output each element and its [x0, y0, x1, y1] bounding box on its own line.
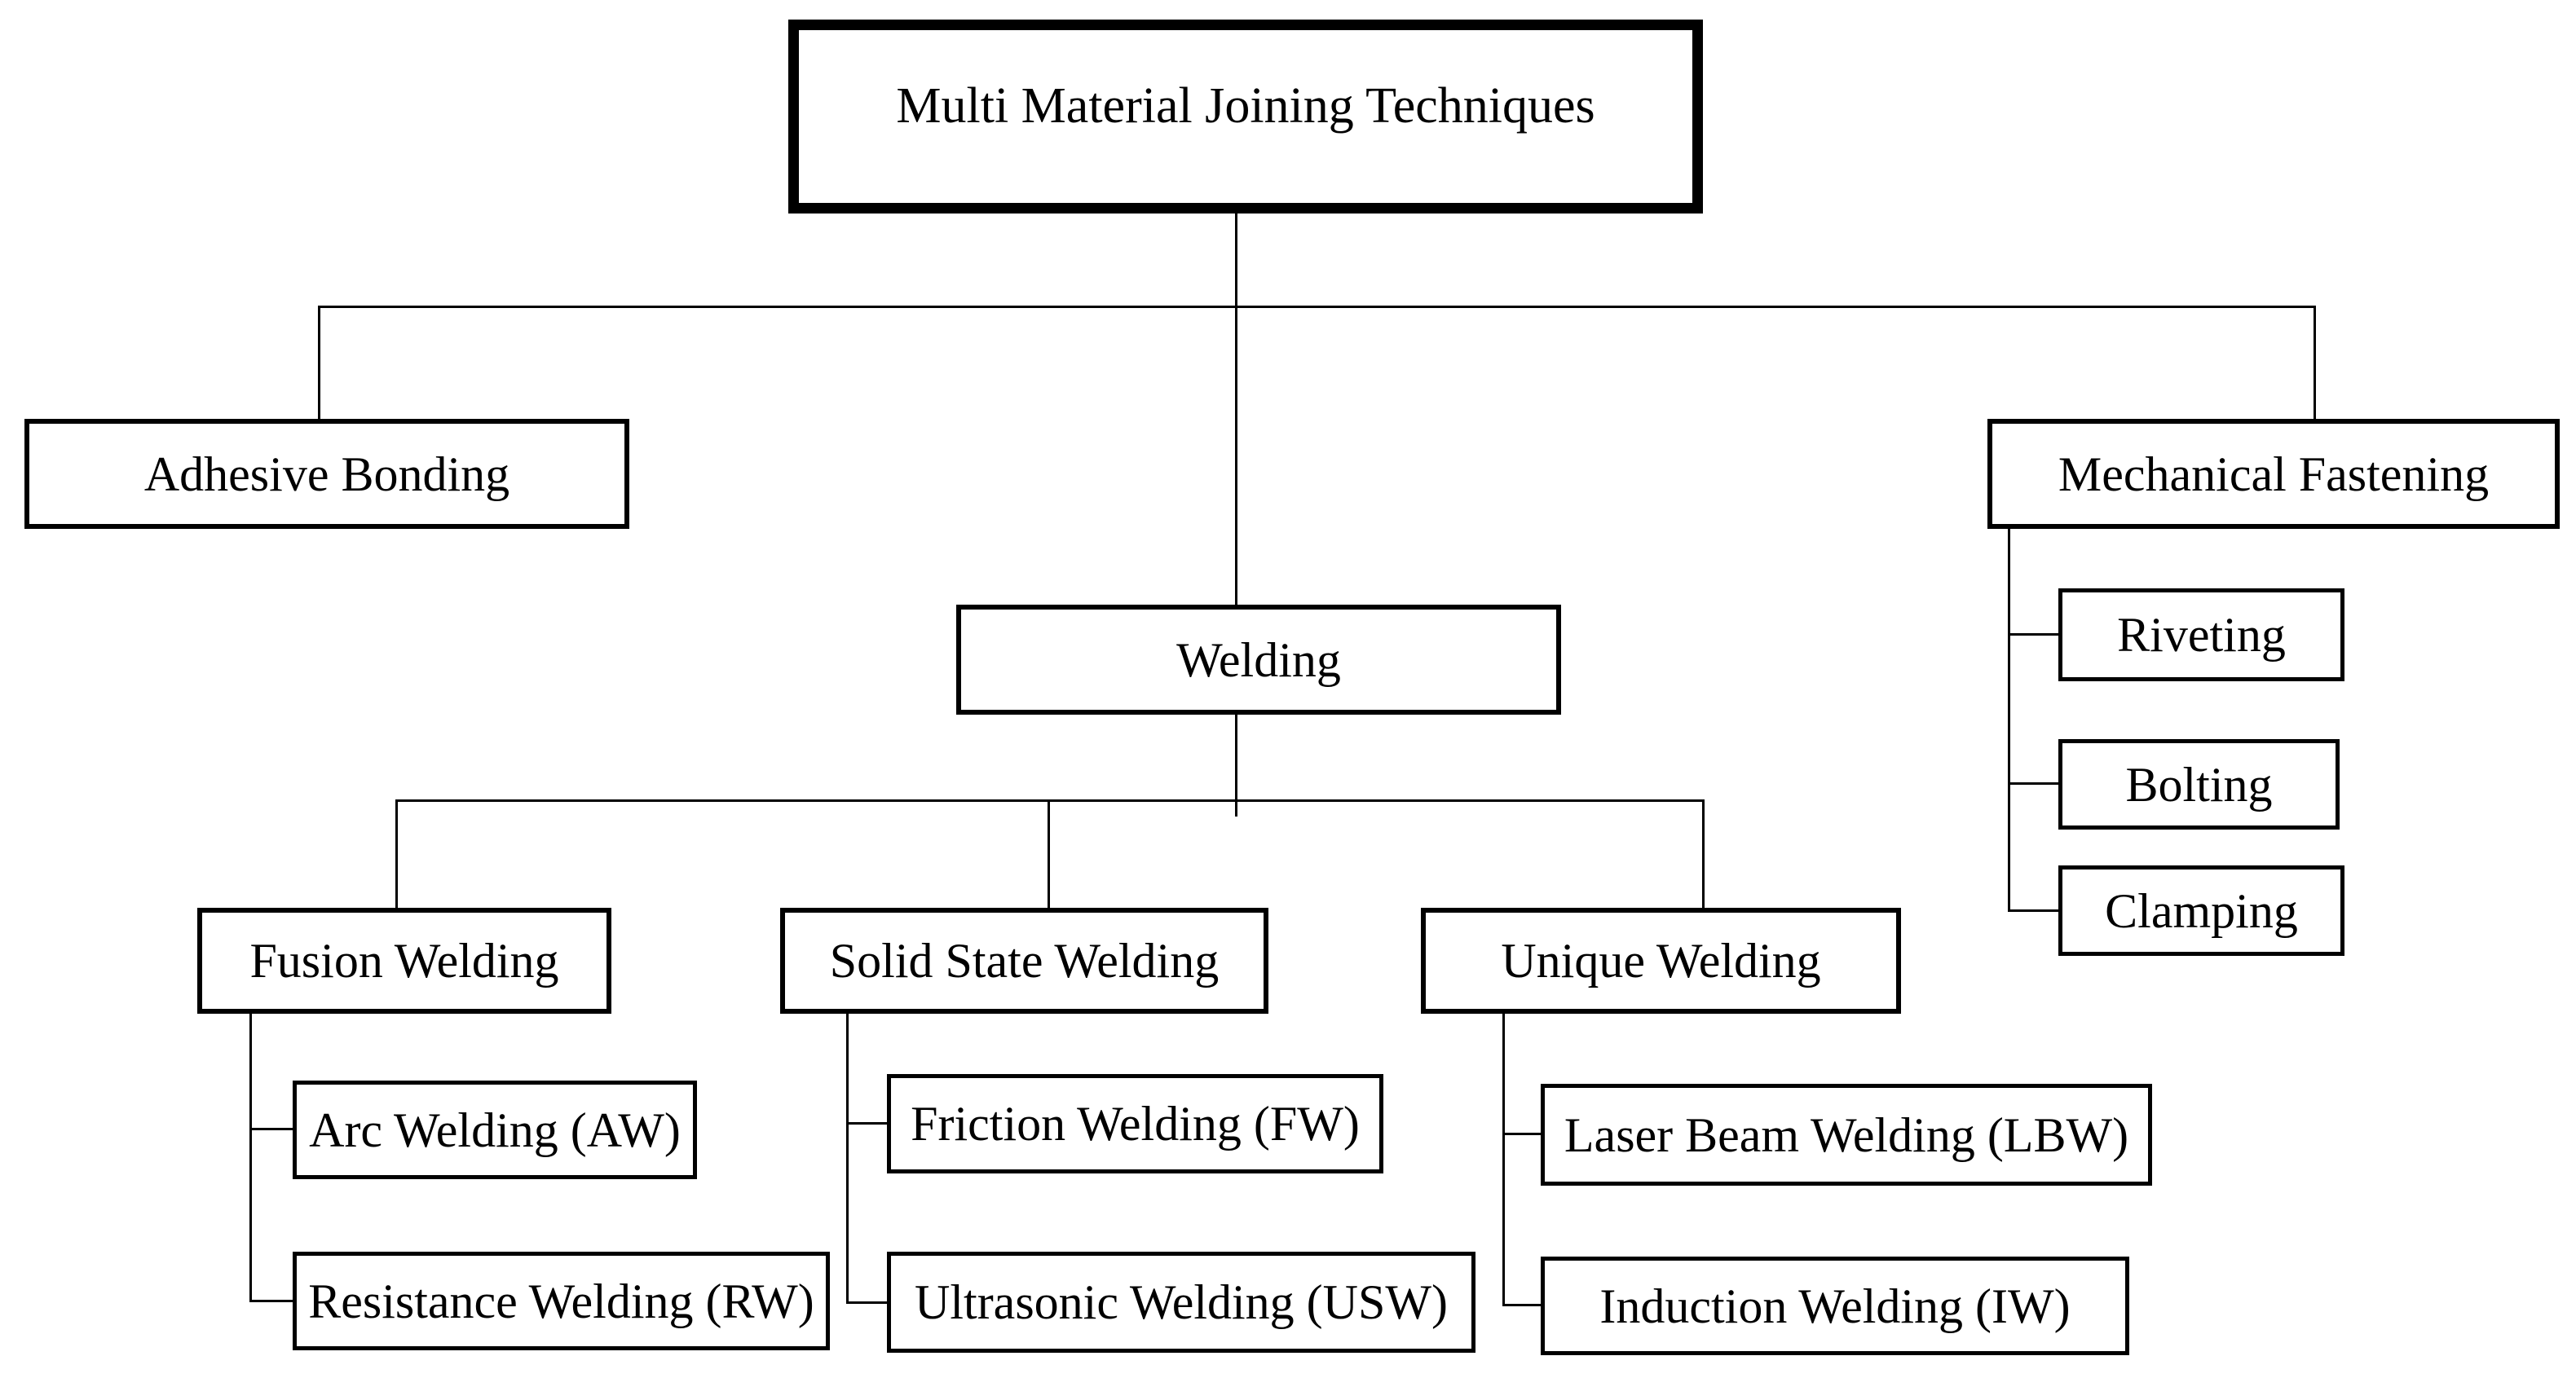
node-riveting: Riveting — [2058, 588, 2344, 681]
connector-stub-induction — [1502, 1304, 1541, 1306]
connector-welding-to-rail — [1235, 715, 1237, 817]
connector-mechanical-spine — [2008, 529, 2010, 912]
connector-fusion-spine — [249, 1013, 252, 1302]
connector-stub-clamping — [2008, 909, 2058, 912]
node-bolting: Bolting — [2058, 739, 2340, 830]
node-laser-beam-welding: Laser Beam Welding (LBW) — [1541, 1084, 2152, 1186]
connector-stub-resistance — [249, 1300, 293, 1302]
connector-level1-rail — [318, 306, 2316, 308]
connector-stub-friction — [846, 1122, 887, 1125]
connector-drop-mechanical — [2314, 306, 2316, 419]
connector-stub-riveting — [2008, 633, 2058, 636]
node-arc-welding: Arc Welding (AW) — [293, 1081, 697, 1179]
node-friction-welding: Friction Welding (FW) — [887, 1074, 1383, 1173]
connector-unique-spine — [1502, 1013, 1505, 1306]
connector-stub-arc — [249, 1128, 293, 1130]
connector-level2-rail — [395, 799, 1705, 802]
node-ultrasonic-welding: Ultrasonic Welding (USW) — [887, 1252, 1475, 1353]
node-adhesive-bonding: Adhesive Bonding — [24, 419, 629, 529]
connector-stub-bolting — [2008, 782, 2058, 785]
connector-drop-unique — [1702, 799, 1705, 908]
node-multi-material-joining-techniques: Multi Material Joining Techniques — [788, 20, 1703, 214]
node-induction-welding: Induction Welding (IW) — [1541, 1257, 2129, 1355]
connector-solid-state-spine — [846, 1013, 849, 1304]
node-welding: Welding — [956, 605, 1561, 715]
node-solid-state-welding: Solid State Welding — [780, 908, 1268, 1014]
node-unique-welding: Unique Welding — [1421, 908, 1901, 1014]
connector-stub-ultrasonic — [846, 1301, 887, 1304]
node-mechanical-fastening: Mechanical Fastening — [1987, 419, 2560, 529]
connector-drop-fusion — [395, 799, 398, 908]
connector-drop-adhesive — [318, 306, 320, 419]
connector-stub-laser-beam — [1502, 1133, 1541, 1135]
connector-root-to-welding — [1235, 214, 1237, 605]
connector-drop-solid-state — [1048, 799, 1050, 908]
node-clamping: Clamping — [2058, 865, 2344, 956]
node-resistance-welding: Resistance Welding (RW) — [293, 1252, 830, 1350]
node-fusion-welding: Fusion Welding — [197, 908, 611, 1014]
